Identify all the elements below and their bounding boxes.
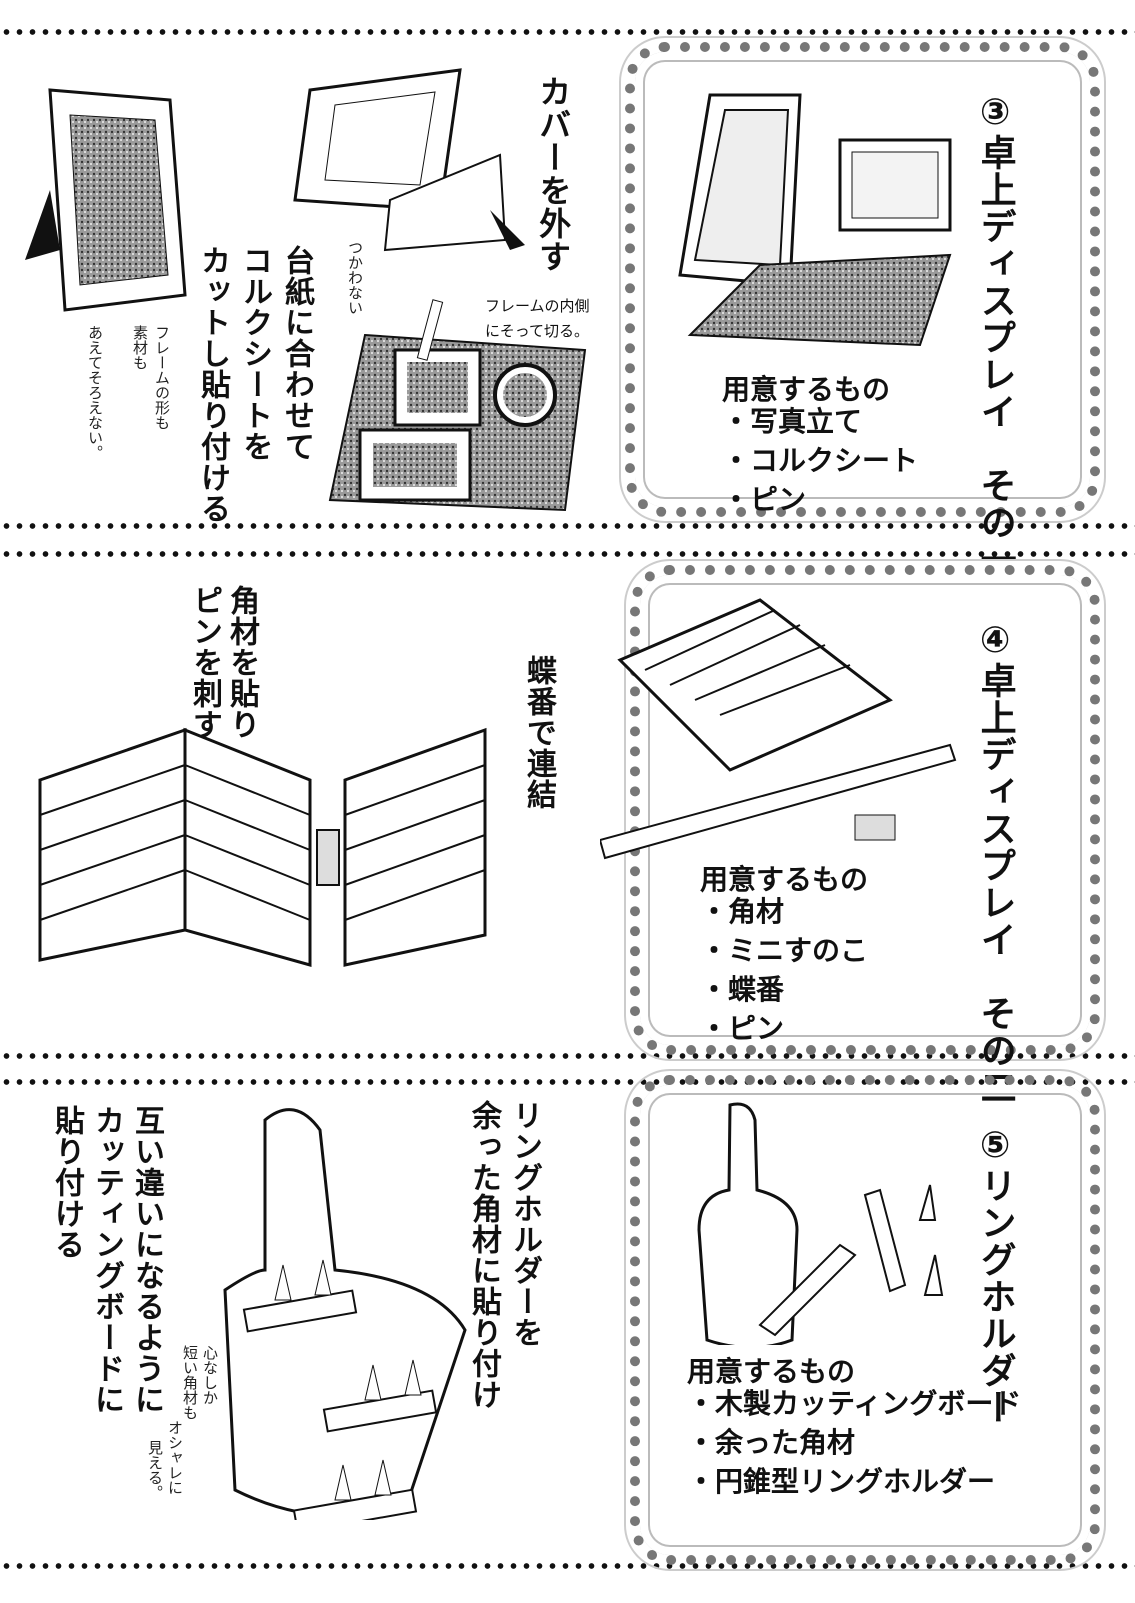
hinged-display-illustration [38, 727, 487, 967]
materials-illustration [697, 1102, 944, 1345]
step-attach-1: リングホルダーを [507, 1100, 542, 1348]
step-board-2: カッティングボードに [89, 1105, 124, 1415]
step-cork-3: カットし貼り付ける [195, 245, 230, 524]
note-short-1: 心なしか [201, 1345, 219, 1405]
panel-title: ④卓上ディスプレイ その二 [974, 620, 1016, 1106]
dotted-divider [0, 522, 1135, 530]
panel-title: ③卓上ディスプレイ その一 [974, 92, 1016, 578]
lace-frame [624, 1069, 1106, 1571]
material-item: ・円錐型リングホルダー [687, 1465, 996, 1498]
dotted-divider [0, 1052, 1135, 1060]
material-item: ・木製カッティングボード [687, 1387, 1022, 1420]
materials-heading: 用意するもの [722, 373, 891, 406]
cork-sheet-cutting-illustration [328, 299, 587, 512]
dotted-divider [0, 1562, 1135, 1570]
material-item: ・写真立て [722, 405, 863, 438]
material-item: ・蝶番 [700, 973, 785, 1006]
step-remove-cover: カバーを外す [534, 75, 573, 273]
note-cut-1: フレームの内側 [485, 297, 590, 315]
step-pins-1: 角材を貼り [224, 585, 259, 740]
ring-holder-board-illustration [223, 1108, 467, 1520]
step-board-1: 互い違いになるように [129, 1105, 164, 1415]
step-board-3: 貼り付ける [49, 1105, 84, 1260]
materials-list: ・角材 ・ミニすのこ ・蝶番 ・ピン [700, 892, 868, 1048]
materials-list: ・木製カッティングボード ・余った角材 ・円錐型リングホルダー [687, 1384, 1021, 1501]
note-short-4: 見える。 [146, 1440, 164, 1500]
material-item: ・コルクシート [722, 444, 919, 477]
material-item: ・ピン [722, 483, 807, 516]
step-hinge: 蝶番で連結 [521, 655, 556, 810]
step-pins-2: ピンを刺す [187, 585, 222, 740]
step-cork-1: 台紙に合わせて [279, 245, 314, 462]
lace-frame [619, 36, 1106, 523]
note-short-3: オシャレに [166, 1420, 184, 1495]
material-item: ・余った角材 [687, 1426, 856, 1459]
step-attach-2: 余った角材に貼り付け [466, 1100, 501, 1410]
dotted-divider [0, 28, 1135, 36]
materials-illustration [600, 598, 957, 860]
dotted-divider [0, 1078, 1135, 1086]
step-cork-2: コルクシートを [237, 245, 272, 462]
materials-illustration [678, 93, 952, 347]
materials-heading: 用意するもの [687, 1355, 856, 1388]
note-unused: つかわない [346, 240, 364, 315]
note-frames-3: あえてそろえない。 [86, 325, 104, 460]
disassembled-frame-illustration [293, 68, 525, 252]
materials-heading: 用意するもの [700, 863, 869, 896]
note-short-2: 短い角材も [181, 1345, 199, 1420]
material-item: ・ミニすのこ [700, 934, 869, 967]
panel-title: ⑤リングホルダー [974, 1125, 1016, 1426]
material-item: ・ピン [700, 1012, 785, 1045]
material-item: ・角材 [700, 895, 785, 928]
cork-frame-illustration [25, 88, 187, 312]
note-cut-2: にそって切る。 [485, 322, 589, 340]
dotted-divider [0, 550, 1135, 558]
lace-frame [624, 559, 1106, 1061]
note-frames-2: 素材も [131, 325, 149, 370]
materials-list: ・写真立て ・コルクシート ・ピン [722, 402, 918, 519]
note-frames-1: フレームの形も [153, 325, 171, 430]
